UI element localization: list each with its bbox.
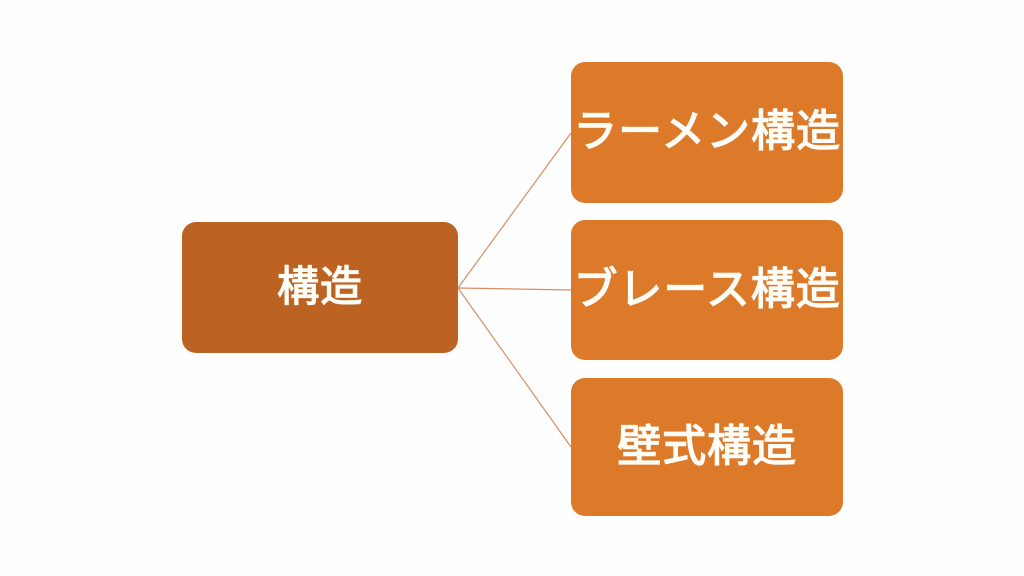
child-node-label: ブレース構造 <box>573 263 841 315</box>
root-node-structure[interactable]: 構造 <box>182 222 458 353</box>
connector-line-1 <box>457 132 572 289</box>
connector-line-3 <box>457 287 572 448</box>
child-node-brace-structure[interactable]: ブレース構造 <box>571 220 843 360</box>
child-node-rahmen-structure[interactable]: ラーメン構造 <box>571 62 843 203</box>
child-node-label: 壁式構造 <box>617 420 797 472</box>
child-node-label: ラーメン構造 <box>573 106 841 158</box>
child-node-wall-structure[interactable]: 壁式構造 <box>571 378 843 516</box>
connector-line-2 <box>457 287 572 291</box>
root-node-label: 構造 <box>277 262 363 312</box>
